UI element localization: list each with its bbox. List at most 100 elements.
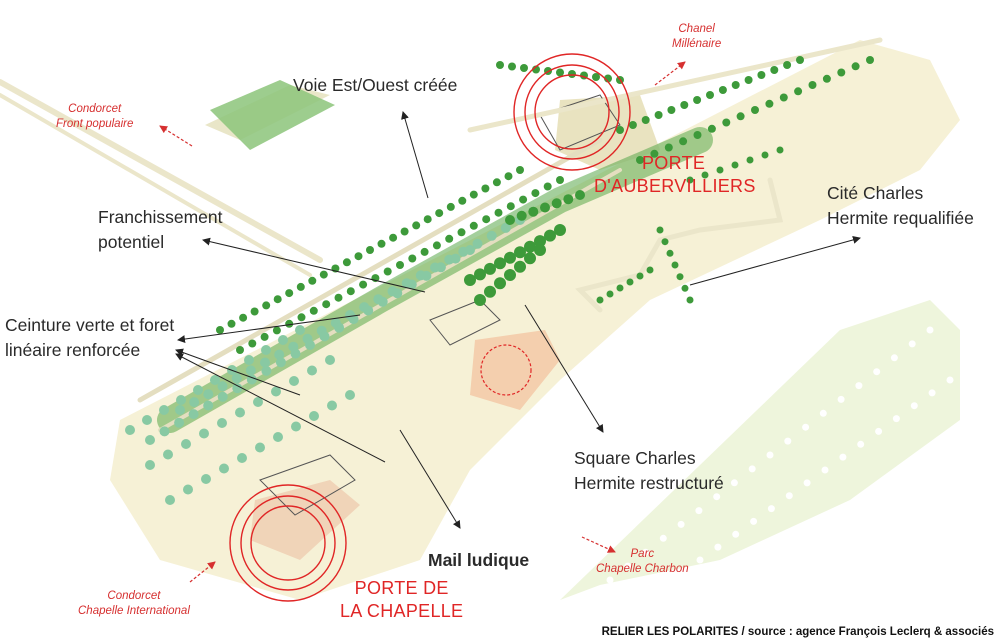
- tree: [423, 215, 432, 224]
- tree: [244, 355, 254, 365]
- tree: [285, 289, 294, 298]
- tree: [616, 284, 624, 292]
- tree: [616, 126, 624, 134]
- tree: [500, 222, 511, 233]
- tree: [142, 415, 152, 425]
- tree: [696, 556, 704, 564]
- tree: [308, 276, 317, 285]
- tree: [389, 233, 398, 242]
- parcel-square: [470, 330, 560, 410]
- tree: [732, 530, 740, 538]
- tree: [794, 87, 803, 96]
- tree: [666, 249, 674, 257]
- tree: [275, 357, 286, 368]
- tree: [217, 418, 227, 428]
- building-square: [429, 299, 501, 346]
- tree: [680, 101, 689, 109]
- tree: [516, 166, 524, 174]
- tree: [327, 400, 337, 411]
- arrow-condorcet-front: [159, 125, 193, 147]
- tree: [464, 274, 476, 286]
- tree: [563, 194, 574, 205]
- tree: [646, 266, 654, 274]
- tree: [383, 267, 392, 276]
- dest-condorcet-front: Condorcet Front populaire: [56, 103, 134, 130]
- tree: [236, 346, 244, 354]
- tree: [681, 284, 689, 292]
- building-aubervilliers: [539, 94, 621, 151]
- arrow-ceinture-1: [177, 314, 361, 344]
- tree: [285, 319, 294, 328]
- tree: [693, 96, 702, 104]
- tree: [757, 71, 766, 79]
- tree: [851, 62, 860, 71]
- tree: [671, 261, 679, 269]
- tree: [193, 385, 203, 395]
- tree: [785, 492, 793, 500]
- tree: [496, 61, 504, 69]
- tree: [748, 465, 756, 473]
- tree: [504, 269, 516, 281]
- tree: [556, 176, 564, 184]
- tree: [201, 474, 211, 484]
- label-franchissement: Franchissement potentiel: [98, 207, 223, 252]
- tree: [505, 215, 515, 225]
- figure-caption: RELIER LES POLARITES / source : agence F…: [601, 626, 994, 638]
- tree: [465, 245, 475, 255]
- tree: [514, 246, 526, 259]
- tree: [713, 493, 721, 501]
- pole-chapelle-circles: [229, 484, 347, 602]
- tree: [531, 189, 540, 198]
- tree: [494, 277, 506, 290]
- tree: [342, 258, 351, 267]
- tree: [253, 397, 263, 407]
- tree: [544, 229, 556, 242]
- tree: [345, 390, 355, 400]
- tree: [707, 124, 716, 133]
- tree: [261, 365, 272, 376]
- tree: [650, 149, 659, 158]
- tree: [628, 121, 637, 129]
- tree: [679, 137, 688, 146]
- tree: [751, 106, 759, 114]
- tree: [765, 99, 774, 108]
- tree: [575, 190, 585, 200]
- tree: [307, 365, 317, 376]
- tree: [183, 484, 193, 495]
- tree: [875, 427, 883, 435]
- tree: [248, 339, 257, 348]
- tree: [857, 440, 865, 448]
- tree: [245, 365, 256, 376]
- tree: [260, 357, 270, 368]
- tree: [400, 227, 409, 236]
- tree: [188, 409, 199, 420]
- tree: [408, 254, 417, 263]
- ground-band: [110, 40, 960, 600]
- tree: [181, 439, 191, 449]
- tree: [664, 143, 673, 152]
- building-chapelle: [259, 454, 356, 516]
- tree: [730, 479, 738, 487]
- tree: [504, 251, 516, 264]
- tree: [722, 118, 731, 127]
- tree: [524, 252, 536, 265]
- tree: [819, 409, 827, 417]
- tree: [159, 405, 169, 415]
- trees-layer: [125, 56, 954, 584]
- tree: [706, 91, 714, 99]
- tree: [203, 389, 214, 400]
- tree: [159, 426, 170, 437]
- tree: [731, 81, 740, 89]
- tree: [568, 70, 576, 78]
- tree: [469, 190, 478, 199]
- tree: [554, 224, 566, 236]
- tree: [322, 300, 331, 309]
- tree: [484, 262, 496, 275]
- tree: [305, 340, 315, 350]
- tree: [216, 326, 224, 334]
- tree: [474, 294, 486, 306]
- road-diagonal-a: [0, 79, 323, 263]
- tree: [297, 313, 306, 322]
- green-block-top-left: [210, 80, 335, 150]
